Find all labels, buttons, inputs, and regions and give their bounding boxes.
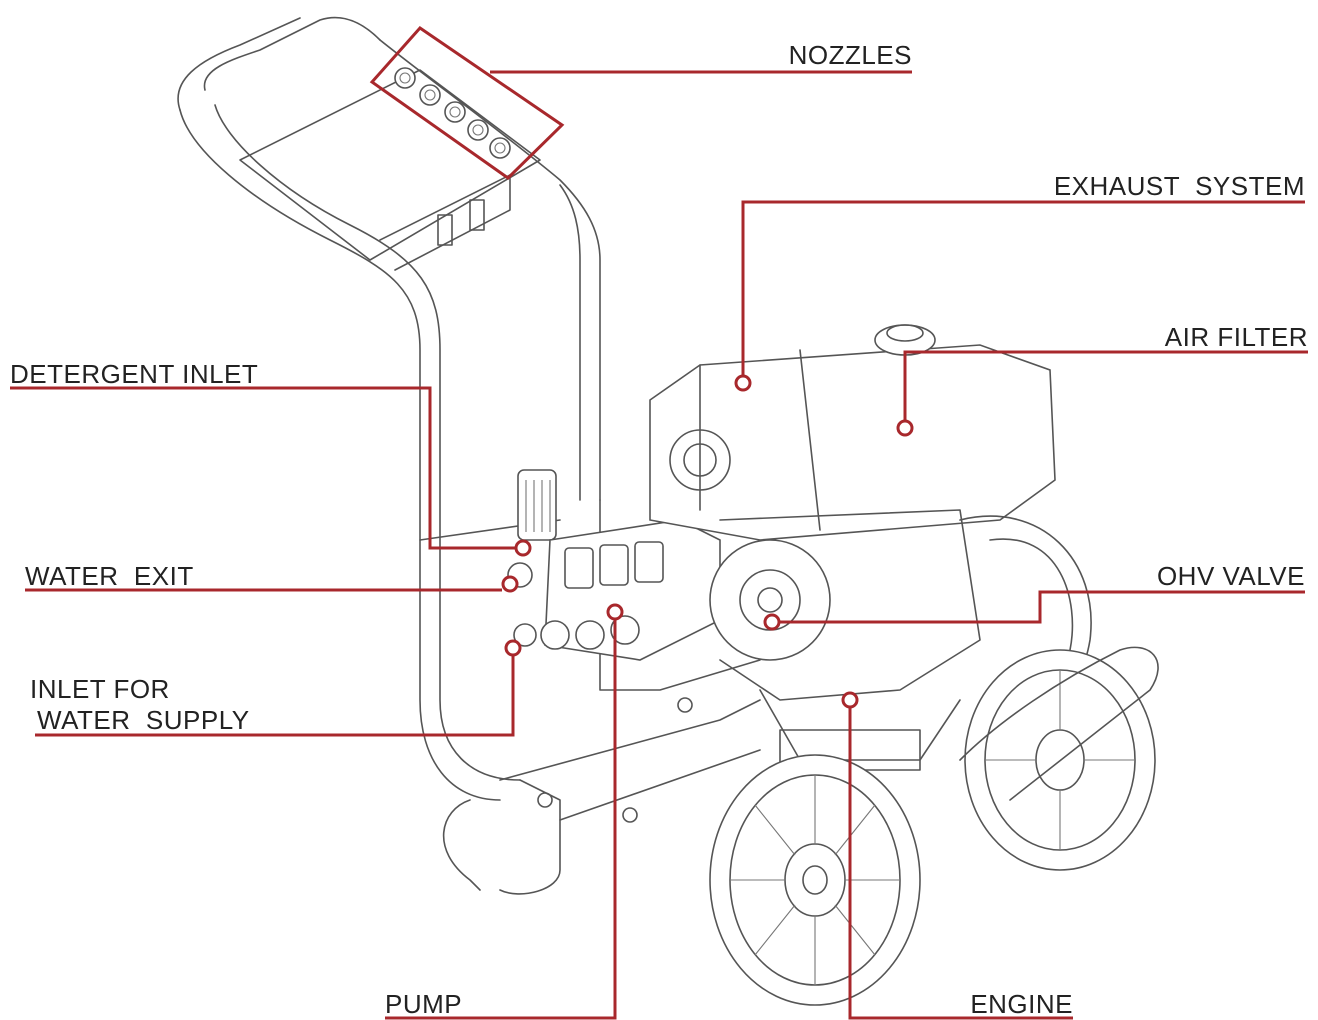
nozzles-box [369,26,565,180]
label-water-exit: WATER EXIT [25,561,194,591]
front-wheel [709,754,921,1006]
ohv-valve-leader [780,590,1305,624]
inlet-water-supply-marker [504,639,522,657]
exhaust-system-marker [734,374,752,392]
engine-marker [841,691,859,709]
label-ohv-valve: OHV VALVE [1157,561,1305,591]
ohv-valve-marker [763,613,781,631]
pressure-washer-illustration [177,16,1159,1006]
engine-body [649,324,1092,771]
pump-marker [606,603,624,621]
label-water-supply: WATER SUPPLY [37,705,250,735]
pump-leader [385,620,617,1020]
label-nozzles: NOZZLES [789,40,912,70]
label-detergent-inlet: DETERGENT INLET [10,359,258,389]
label-air-filter: AIR FILTER [1165,322,1308,352]
detergent-filter [517,469,557,541]
exhaust-system-leader [741,200,1305,375]
leader-lines [10,26,1308,1020]
label-exhaust-system: EXHAUST SYSTEM [1054,171,1305,201]
detergent-inlet-marker [514,539,532,557]
callout-labels: NOZZLES EXHAUST SYSTEM AIR FILTER DETERG… [10,40,1308,1019]
engine-leader [848,708,1073,1020]
label-pump: PUMP [385,989,462,1019]
handle-frame [177,16,761,895]
pump-body [507,519,721,661]
air-filter-marker [896,419,914,437]
label-engine: ENGINE [970,989,1073,1019]
water-exit-marker [501,575,519,593]
label-inlet-for: INLET FOR [30,674,170,704]
air-filter-leader [903,350,1308,420]
rear-bumper [959,646,1159,801]
inlet-water-supply-leader [35,656,515,737]
nozzle-holder [394,67,511,159]
detergent-inlet-leader [10,386,515,550]
